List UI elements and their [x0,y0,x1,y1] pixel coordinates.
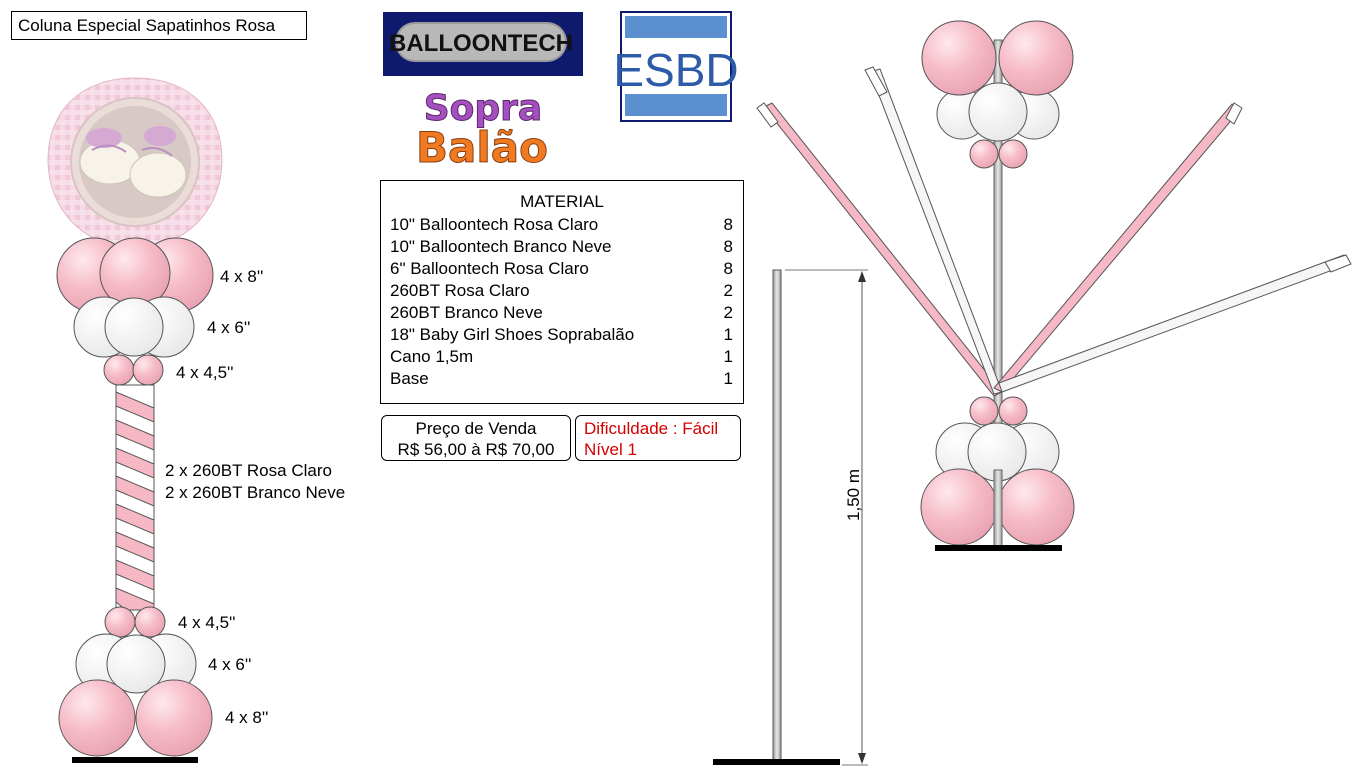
material-qty: 8 [723,259,733,278]
column-base [72,757,198,763]
esbd-logo-text: ESBD [613,44,738,96]
pole-dimension: 1,50 m [713,269,868,766]
label-bottom-45: 4 x 4,5'' [178,613,236,632]
soprabalao-logo-line1: Sopra [424,88,542,129]
material-qty: 2 [723,303,733,322]
material-qty: 1 [723,347,733,366]
balloontech-logo-text: BALLOONTECH [389,30,573,57]
material-row: 260BT Rosa Claro 2 [390,280,733,302]
material-name: 6" Balloontech Rosa Claro [390,259,589,278]
label-top-6: 4 x 6'' [207,318,251,337]
soprabalao-logo: Sopra Balão [416,88,549,173]
material-title: MATERIAL [520,192,604,211]
material-qty: 1 [723,369,733,388]
material-row: 10" Balloontech Rosa Claro 8 [390,214,733,236]
left-column [47,77,223,763]
twist-column [115,384,155,611]
material-row: Base 1 [390,368,733,390]
foil-balloon [47,77,223,249]
material-name: 18" Baby Girl Shoes Soprabalão [390,325,635,344]
difficulty-box: Dificuldade : Fácil Nível 1 [575,415,741,461]
label-twist-pink: 2 x 260BT Rosa Claro [165,461,332,480]
material-qty: 8 [723,215,733,234]
material-name: Cano 1,5m [390,347,474,366]
label-bottom-6: 4 x 6'' [208,655,252,674]
material-name: 10" Balloontech Branco Neve [390,237,612,256]
right-structure [756,20,1352,551]
page-title: Coluna Especial Sapatinhos Rosa [11,11,307,40]
label-twist-white: 2 x 260BT Branco Neve [165,483,346,502]
material-table: MATERIAL 10" Balloontech Rosa Claro 8 10… [380,180,744,404]
label-bottom-8: 4 x 8'' [225,708,269,727]
soprabalao-logo-line2: Balão [416,123,548,172]
label-top-8: 4 x 8'' [220,267,264,286]
material-row: Cano 1,5m 1 [390,346,733,368]
dimension-label: 1,50 m [844,469,863,521]
material-row: 18" Baby Girl Shoes Soprabalão 1 [390,324,733,346]
esbd-logo: ESBD [613,11,739,122]
material-row: 6" Balloontech Rosa Claro 8 [390,258,733,280]
difficulty-level: Nível 1 [584,440,637,459]
material-qty: 8 [723,237,733,256]
material-qty: 2 [723,281,733,300]
price-value: R$ 56,00 à R$ 70,00 [397,440,555,459]
material-name: 10" Balloontech Rosa Claro [390,215,599,234]
balloontech-logo: BALLOONTECH [383,12,583,76]
price-box: Preço de Venda R$ 56,00 à R$ 70,00 [381,415,571,461]
label-top-45: 4 x 4,5'' [176,363,234,382]
difficulty-label: Dificuldade : Fácil [584,419,719,438]
material-row: 260BT Branco Neve 2 [390,302,733,324]
material-name: 260BT Rosa Claro [390,281,530,300]
material-row: 10" Balloontech Branco Neve 8 [390,236,733,258]
material-name: 260BT Branco Neve [390,303,543,322]
price-label: Preço de Venda [415,419,537,438]
material-qty: 1 [723,325,733,344]
material-name: Base [390,369,429,388]
